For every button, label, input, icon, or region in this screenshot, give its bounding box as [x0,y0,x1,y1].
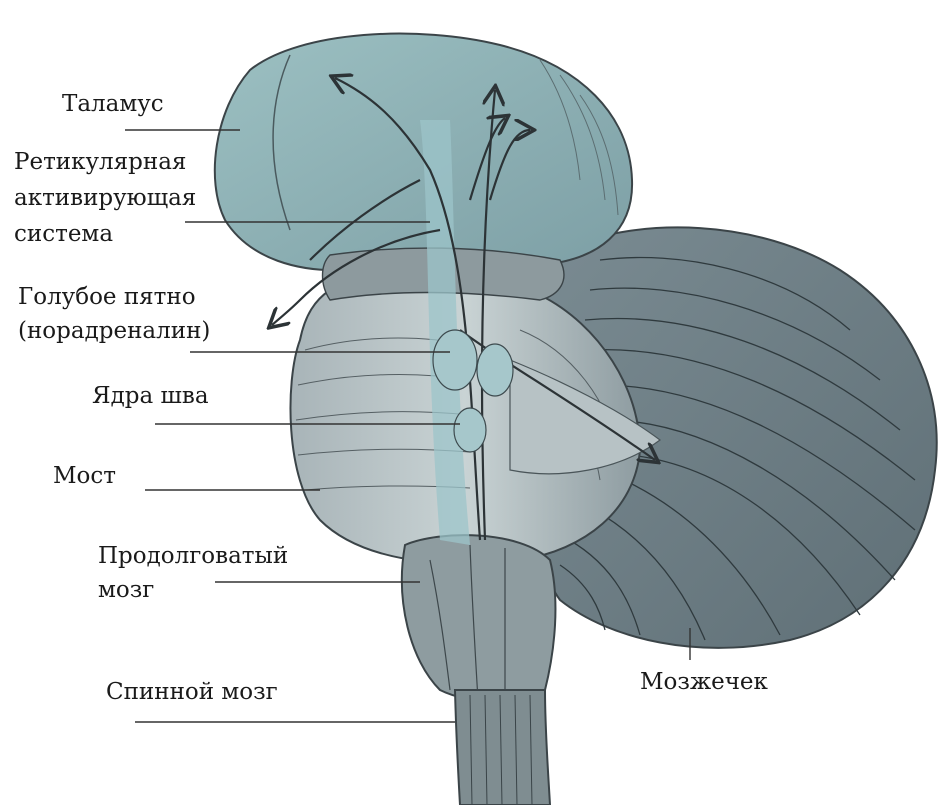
label-reticular-line-2: активирующая [14,184,196,212]
label-locus-line-2: (норадреналин) [18,317,210,345]
label-raphe-text: Ядра шва [92,382,209,410]
label-thalamus-text: Таламус [62,90,164,118]
label-cerebellum: Мозжечек [640,668,768,696]
label-reticular-system: Ретикулярная активирующая система [14,148,196,248]
label-raphe-nuclei: Ядра шва [92,382,209,410]
label-cerebellum-text: Мозжечек [640,668,768,696]
label-spinal-text: Спинной мозг [106,678,278,706]
thalamus-shape [215,34,632,300]
spinal-cord-shape [455,690,550,805]
label-pons: Мост [53,462,116,490]
label-locus-coeruleus: Голубое пятно (норадреналин) [18,283,210,345]
label-thalamus: Таламус [62,90,164,118]
label-pons-text: Мост [53,462,116,490]
label-reticular-line-3: система [14,220,196,248]
label-medulla-line-1: Продолговатый [98,542,288,570]
label-medulla-line-2: мозг [98,576,288,604]
label-medulla: Продолговатый мозг [98,542,288,604]
label-reticular-line-1: Ретикулярная [14,148,196,176]
label-locus-line-1: Голубое пятно [18,283,210,311]
label-spinal-cord: Спинной мозг [106,678,278,706]
medulla-shape [402,535,556,701]
